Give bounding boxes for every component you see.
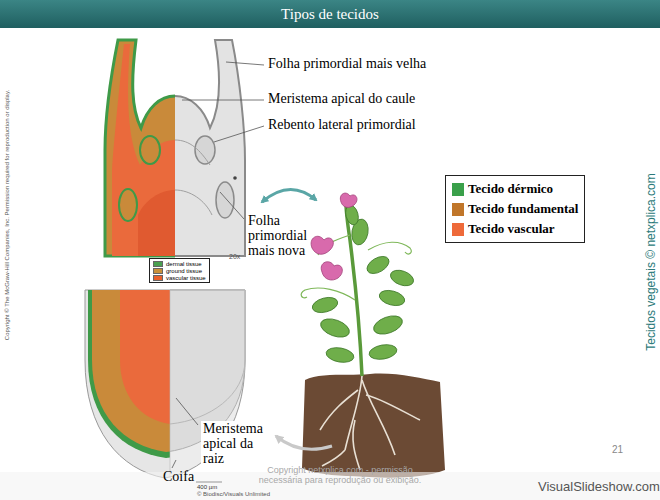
drawing-part (140, 136, 160, 164)
legend-text: Tecido fundamental (468, 201, 578, 217)
micro-legend: dermal tissueground tissuevascular tissu… (149, 258, 210, 283)
site-mark: VisualSlideshow.com (538, 479, 660, 494)
legend-row: dermal tissue (153, 260, 206, 267)
drawing-part (320, 376, 420, 470)
drawing-part (320, 390, 358, 430)
drawing-part (216, 182, 234, 218)
legend-row: vascular tissue (153, 274, 206, 281)
part-label: Folha primordial mais nova (248, 213, 324, 258)
page-number: 21 (612, 444, 623, 455)
drawing-part (371, 312, 405, 337)
copyright-note: Copyright © The McGraw-Hill Companies, I… (4, 90, 10, 340)
legend-text: vascular tissue (166, 275, 206, 281)
drawing-part (176, 398, 198, 425)
legend-swatch (452, 223, 464, 236)
legend-swatch (153, 275, 163, 281)
drawing-part (214, 126, 264, 142)
drawing-part (226, 62, 264, 65)
teal-arrow (262, 189, 316, 202)
pea-plant (301, 193, 445, 478)
legend-text: dermal tissue (166, 261, 202, 267)
legend-text: Tecido dérmico (468, 181, 553, 197)
drawing-part (302, 374, 445, 478)
drawing-part (311, 204, 416, 365)
drawing-part (318, 315, 352, 340)
drawing-part (92, 290, 170, 452)
part-label: Rebento lateral primordial (268, 117, 416, 133)
drawing-part (311, 236, 333, 254)
part-label: Coifa (163, 469, 194, 485)
watermark: Tecidos vegetais © netxplica.com (644, 173, 658, 351)
drawing-part (364, 253, 392, 277)
drawing-part (378, 288, 407, 308)
legend-swatch (452, 183, 464, 196)
drawing-part (301, 235, 411, 300)
part-label: Meristema apical da raiz (201, 421, 273, 466)
legend-row: ground tissue (153, 267, 206, 274)
drawing-part (105, 40, 175, 256)
drawing-part (170, 290, 245, 424)
drawing-part (325, 346, 355, 365)
legend-swatch (452, 203, 464, 216)
legend-swatch (153, 268, 163, 274)
scale-label: 400 µm (197, 484, 217, 490)
legend-text: ground tissue (166, 268, 202, 274)
drawing-part (85, 290, 170, 478)
drawing-part (301, 288, 355, 300)
gray-arrow (276, 436, 332, 449)
split-line (170, 290, 171, 478)
drawing-part (366, 395, 420, 420)
drawing-part (220, 192, 244, 219)
shoot-micrograph-gray (175, 38, 250, 258)
shoot-micrograph-color (100, 38, 175, 258)
drawing-part (119, 189, 137, 221)
drawing-part (175, 40, 245, 256)
part-label: Folha primordial mais velha (268, 56, 426, 72)
tissue-legend: Tecido dérmicoTecido fundamentalTecido v… (445, 175, 585, 243)
legend-text: Tecido vascular (468, 221, 555, 237)
part-label: Meristema apical do caule (268, 91, 415, 107)
drawing-part (368, 242, 411, 254)
legend-row: Tecido dérmico (452, 179, 578, 199)
drawing-part (172, 460, 176, 468)
drawing-part (138, 190, 175, 256)
drawing-part (321, 262, 342, 280)
drawing-part (112, 44, 175, 256)
drawing-part (362, 380, 395, 455)
drawing-part (233, 176, 237, 180)
drawing-part (311, 295, 340, 315)
drawing-part (340, 193, 357, 207)
drawing-part (88, 290, 170, 458)
watermark: Copyright netxplica.com - permissão nece… (252, 465, 428, 485)
pea-flowers (311, 193, 357, 280)
drawing-part (175, 190, 212, 215)
drawing-part (388, 267, 415, 288)
photo-credit: © Biodisc/Visuals Unlimited (197, 491, 270, 497)
drawing-part (353, 420, 360, 470)
legend-row: Tecido fundamental (452, 199, 578, 219)
legend-swatch (153, 261, 163, 267)
drawing-part (322, 450, 345, 466)
drawing-part (120, 290, 170, 424)
root-micrograph-color (85, 290, 170, 478)
drawing-part (182, 100, 264, 101)
drawing-part (175, 140, 210, 165)
magnification: 20x (229, 253, 240, 260)
slide-title: Tipos de tecidos (0, 0, 660, 28)
legend-row: Tecido vascular (452, 219, 578, 239)
drawing-part (368, 343, 398, 362)
